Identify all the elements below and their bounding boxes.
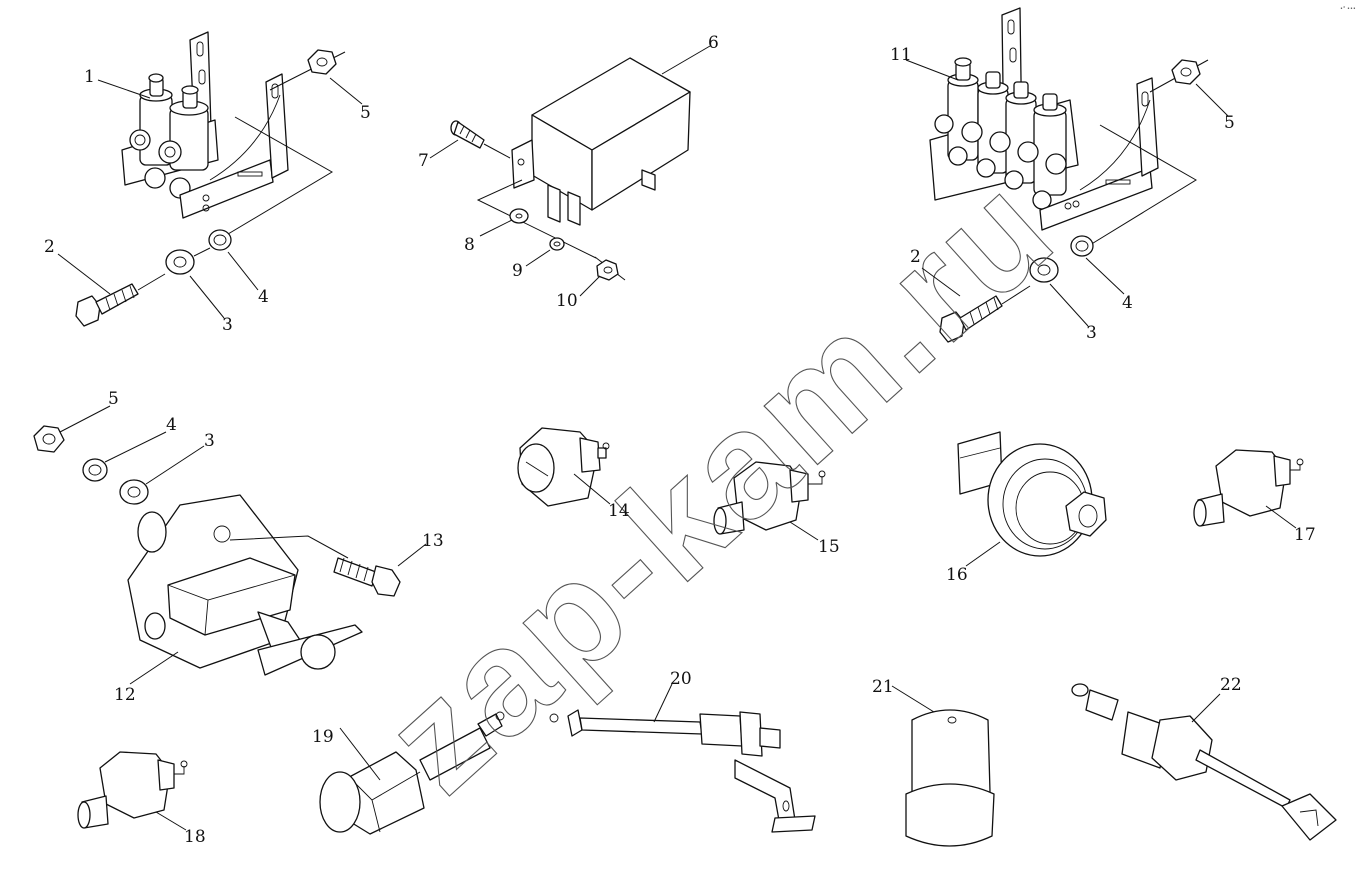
part-2-bolt-left xyxy=(75,273,166,327)
label-15: 15 xyxy=(818,537,840,557)
part-13-bolt xyxy=(333,557,401,597)
part-4-lock-washer-left xyxy=(208,229,232,251)
label-3-lower: 3 xyxy=(204,431,215,451)
part-1-solenoid-valve-double xyxy=(121,31,346,241)
label-14: 14 xyxy=(608,501,630,521)
part-20-sensor-with-bracket xyxy=(549,683,816,833)
label-3-left: 3 xyxy=(222,315,233,335)
part-11-solenoid-valve-quad xyxy=(929,7,1209,249)
part-3-washer-left xyxy=(165,247,211,275)
part-10-nut xyxy=(596,259,619,281)
part-3-washer-lower xyxy=(119,479,149,505)
label-12: 12 xyxy=(114,685,136,705)
label-4-right: 4 xyxy=(1122,293,1133,313)
part-8-washer xyxy=(509,208,529,224)
label-4-left: 4 xyxy=(258,287,269,307)
label-18: 18 xyxy=(184,827,206,847)
part-22-level-sensor xyxy=(1071,683,1337,841)
part-2-bolt-right xyxy=(939,285,1031,343)
part-9-lock-washer xyxy=(549,237,565,251)
label-19: 19 xyxy=(312,727,334,747)
label-2-left: 2 xyxy=(44,237,55,257)
part-5-nut-lower xyxy=(33,425,65,453)
label-6: 6 xyxy=(708,33,719,53)
corner-mark: •° ••• xyxy=(1340,6,1356,12)
part-5-nut-left xyxy=(307,49,337,75)
part-4-lock-washer-right xyxy=(1070,235,1094,257)
label-4-lower: 4 xyxy=(166,415,177,435)
label-8: 8 xyxy=(464,235,475,255)
part-7-screw xyxy=(450,120,511,159)
part-21-cap xyxy=(891,685,995,847)
label-20: 20 xyxy=(670,669,692,689)
label-5-right: 5 xyxy=(1224,113,1235,133)
part-14-pressure-switch xyxy=(517,427,610,507)
part-3-washer-right xyxy=(1029,257,1059,283)
part-labels: 1 2 3 4 5 6 7 8 9 10 11 5 2 3 4 5 4 3 13… xyxy=(44,33,1316,847)
label-11: 11 xyxy=(890,45,912,65)
label-5-lower: 5 xyxy=(108,389,119,409)
label-17: 17 xyxy=(1294,525,1316,545)
part-16-pressure-sensor xyxy=(957,431,1107,557)
part-19-level-sensor xyxy=(319,711,505,835)
label-3-right: 3 xyxy=(1086,323,1097,343)
label-21: 21 xyxy=(872,677,894,697)
label-leaders xyxy=(57,45,1297,831)
part-15-temperature-sensor xyxy=(713,461,826,535)
part-4-lock-washer-lower xyxy=(82,458,108,482)
part-17-temperature-sensor xyxy=(1193,449,1304,527)
label-2-right: 2 xyxy=(910,247,921,267)
part-5-nut-right xyxy=(1171,59,1201,85)
label-1: 1 xyxy=(84,67,95,87)
label-9: 9 xyxy=(512,261,523,281)
part-18-temperature-sensor xyxy=(77,751,188,829)
part-12-hand-valve xyxy=(127,494,363,676)
label-10: 10 xyxy=(556,291,578,311)
label-5-left: 5 xyxy=(360,103,371,123)
label-16: 16 xyxy=(946,565,968,585)
label-13: 13 xyxy=(422,531,444,551)
part-6-relay xyxy=(476,57,691,281)
label-7: 7 xyxy=(418,151,429,171)
label-22: 22 xyxy=(1220,675,1242,695)
